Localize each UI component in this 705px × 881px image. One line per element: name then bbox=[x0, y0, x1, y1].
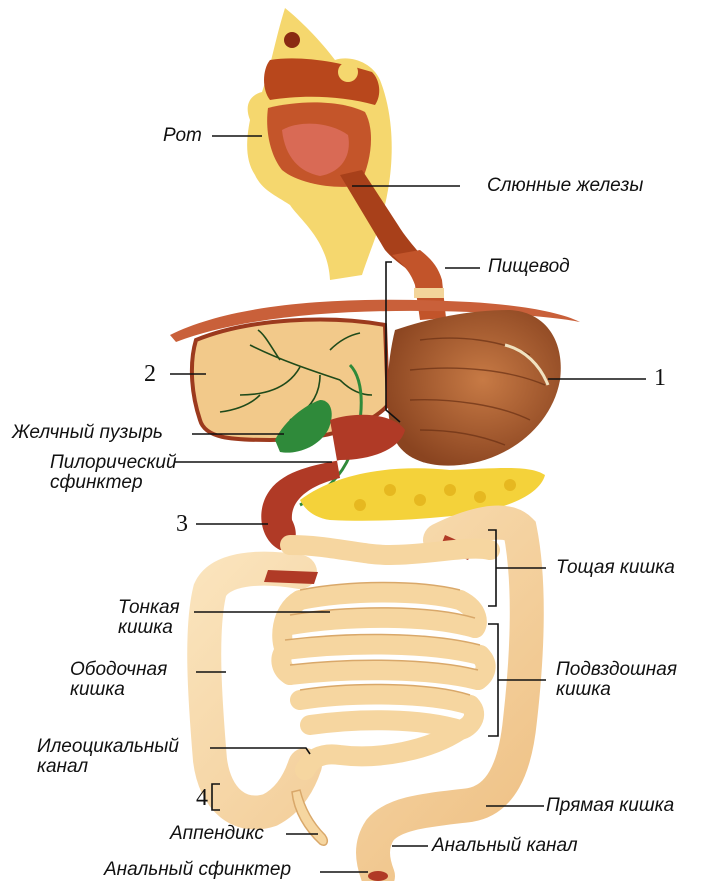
label-colon: Ободочная кишка bbox=[70, 660, 167, 700]
label-jejunum: Тощая кишка bbox=[556, 558, 675, 578]
ileum-to-cecum bbox=[305, 730, 460, 770]
anal-sphincter-organ bbox=[368, 871, 388, 881]
label-gallbladder: Желчный пузырь bbox=[12, 423, 163, 443]
number-2: 2 bbox=[144, 362, 156, 386]
label-small-intestine: Тонкая кишка bbox=[118, 598, 180, 638]
appendix-organ bbox=[292, 790, 327, 845]
label-mouth: Рот bbox=[163, 126, 202, 146]
sinus bbox=[338, 62, 358, 82]
label-salivary-glands: Слюнные железы bbox=[487, 176, 643, 196]
number-4: 4 bbox=[196, 786, 208, 810]
number-1: 1 bbox=[654, 366, 666, 390]
sinus bbox=[284, 32, 300, 48]
label-appendix: Аппендикс bbox=[170, 824, 264, 844]
label-pyloric-sphincter: Пилорический сфинктер bbox=[50, 453, 177, 493]
label-rectum: Прямая кишка bbox=[546, 796, 674, 816]
label-ileocecal-canal: Илеоцикальный канал bbox=[37, 737, 179, 777]
label-ileum: Подвздошная кишка bbox=[556, 660, 677, 700]
label-anal-sphincter: Анальный сфинктер bbox=[104, 860, 291, 880]
label-anal-canal: Анальный канал bbox=[432, 836, 578, 856]
head bbox=[247, 8, 440, 282]
number-3: 3 bbox=[176, 512, 188, 536]
esophageal-sphincter bbox=[414, 288, 444, 298]
label-esophagus: Пищевод bbox=[488, 257, 570, 277]
transverse-colon-cut bbox=[264, 570, 318, 584]
stomach bbox=[388, 310, 561, 466]
